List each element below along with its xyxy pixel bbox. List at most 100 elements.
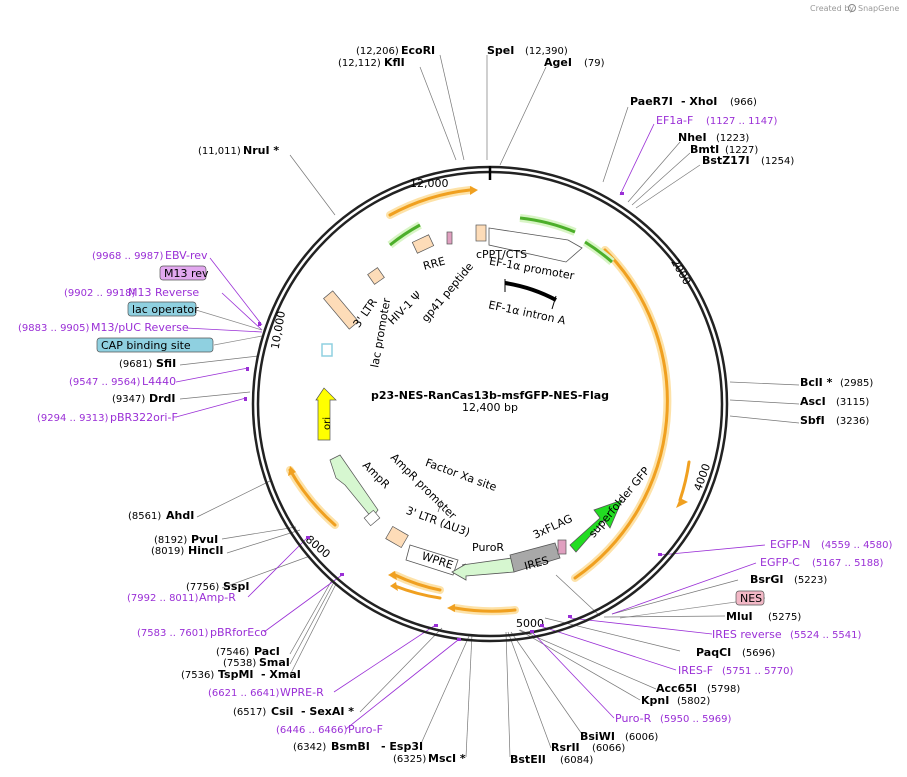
enzyme-name: BstZ17I bbox=[702, 154, 750, 167]
primer-range: (5751 .. 5770) bbox=[722, 666, 794, 677]
cap-binding-badge bbox=[96, 337, 214, 353]
ltr-du3-box bbox=[385, 525, 409, 549]
enzyme-name: DrdI bbox=[149, 392, 176, 405]
cap-binding-label: CAP binding site bbox=[101, 339, 191, 352]
enzyme-pos: (8019) bbox=[151, 546, 184, 557]
enzyme-name: PacI bbox=[254, 645, 280, 658]
enzyme-pos: (12,390) bbox=[525, 46, 568, 57]
label-ampr: AmpR bbox=[360, 459, 393, 492]
nes-badge bbox=[735, 590, 765, 606]
enzyme-name: BstEII bbox=[510, 753, 546, 766]
enzyme-pos: (1223) bbox=[716, 133, 749, 144]
ef1a-intron-bar bbox=[504, 281, 557, 302]
ltr-box bbox=[323, 290, 359, 330]
enzyme-name: AgeI bbox=[544, 56, 572, 69]
enzyme-name: SbfI bbox=[800, 414, 825, 427]
enzyme-name: KflI bbox=[384, 56, 405, 69]
factor-xa-tick bbox=[437, 499, 443, 513]
enzyme-pos: (966) bbox=[730, 97, 757, 108]
enzyme-pos: (9681) bbox=[119, 359, 152, 370]
primer-name: Amp-R bbox=[199, 591, 236, 604]
plasmid-size: 12,400 bp bbox=[462, 401, 518, 414]
enzyme-pos: (1254) bbox=[761, 156, 794, 167]
primer-range: (6621 .. 6641) bbox=[208, 688, 280, 699]
ef1a-promoter-arrow bbox=[488, 227, 583, 263]
label-ef1a-intron: EF-1α intron A bbox=[487, 298, 567, 327]
primer-name: Puro-F bbox=[348, 723, 383, 736]
enzyme-name: BsrGI bbox=[750, 573, 783, 586]
enzyme-pos: (8561) bbox=[128, 511, 161, 522]
enzyme-name: PaeR7I bbox=[630, 95, 673, 108]
primer-name: Puro-R bbox=[615, 712, 652, 725]
enzyme-name: Acc65I bbox=[656, 682, 697, 695]
enzyme-name: KpnI bbox=[641, 694, 669, 707]
enzyme-pos: (8192) bbox=[154, 535, 187, 546]
rre-box bbox=[411, 234, 435, 254]
enzyme-name: BsmBI bbox=[331, 740, 370, 753]
enzyme-pos: (5223) bbox=[794, 575, 827, 586]
primer-name: pBR322ori-F bbox=[110, 411, 178, 424]
enzyme-pos: (9347) bbox=[112, 394, 145, 405]
primer-range: (9883 .. 9905) bbox=[18, 323, 90, 334]
enzyme-pos: (5802) bbox=[677, 696, 710, 707]
enzyme-name-extra: - XhoI bbox=[681, 95, 717, 108]
enzyme-leaders bbox=[179, 54, 800, 758]
enzyme-pos: (6342) bbox=[293, 742, 326, 753]
ori-arrow bbox=[315, 387, 337, 441]
wpre-box bbox=[405, 544, 459, 576]
enzyme-pos: (79) bbox=[584, 58, 605, 69]
enzyme-name: NruI * bbox=[243, 144, 279, 157]
enzyme-name-extra: - XmaI bbox=[261, 668, 301, 681]
snapgene-logo bbox=[848, 4, 856, 12]
enzyme-pos: (2985) bbox=[840, 378, 873, 389]
cppt-box bbox=[475, 224, 487, 242]
primer-name: M13/pUC Reverse bbox=[91, 321, 189, 334]
enzyme-pos: (5275) bbox=[768, 612, 801, 623]
primer-range: (1127 .. 1147) bbox=[706, 116, 778, 127]
enzyme-pos: (6006) bbox=[625, 732, 658, 743]
label-ori: ori bbox=[322, 417, 333, 430]
primer-range: (5950 .. 5969) bbox=[660, 714, 732, 725]
enzyme-name: TspMI bbox=[218, 668, 254, 681]
primer-range: (6446 .. 6466) bbox=[276, 725, 348, 736]
m13rev-label: M13 rev bbox=[164, 267, 209, 280]
credit-brand: SnapGene bbox=[858, 4, 899, 13]
green-arcs bbox=[387, 214, 615, 266]
label-rre: RRE bbox=[422, 255, 447, 273]
primer-range: (9902 .. 9918) bbox=[64, 288, 136, 299]
primer-range: (7583 .. 7601) bbox=[137, 628, 209, 639]
tick-2000: 2000 bbox=[668, 256, 693, 287]
enzyme-pos: (6517) bbox=[233, 707, 266, 718]
primer-name: IRES reverse bbox=[712, 628, 782, 641]
primer-range: (9547 .. 9564) bbox=[69, 377, 141, 388]
primer-name: L4440 bbox=[142, 375, 176, 388]
enzyme-name: MscI * bbox=[428, 752, 466, 765]
enzyme-pos: (6325) bbox=[393, 754, 426, 765]
enzyme-name: RsrII bbox=[551, 741, 580, 754]
credit-text: Created by bbox=[810, 4, 854, 13]
tick-12000: 12,000 bbox=[410, 177, 449, 190]
primer-name: EF1a-F bbox=[656, 114, 693, 127]
tick-5000: 5000 bbox=[516, 617, 544, 630]
enzyme-pos: (6066) bbox=[592, 743, 625, 754]
enzyme-name: SfiI bbox=[156, 357, 176, 370]
orf-arrowheads bbox=[288, 186, 688, 612]
plasmid-name: p23-NES-RanCas13b-msfGFP-NES-Flag bbox=[371, 389, 609, 402]
primer-name: M13 Reverse bbox=[128, 286, 199, 299]
enzyme-name: HincII bbox=[188, 544, 224, 557]
nes-label: NES bbox=[740, 592, 762, 605]
hiv-psi-box bbox=[367, 267, 385, 285]
inner-features bbox=[315, 224, 623, 581]
primer-name: WPRE-R bbox=[280, 686, 324, 699]
primer-leaders bbox=[175, 123, 766, 730]
enzyme-pos: (7538) bbox=[223, 658, 256, 669]
lac-promoter-box bbox=[321, 343, 333, 357]
primer-marks bbox=[244, 192, 662, 641]
puror-arrow bbox=[451, 557, 515, 581]
primer-name: pBRforEco bbox=[210, 626, 267, 639]
primer-name: EGFP-N bbox=[770, 538, 810, 551]
enzyme-pos: (12,206) bbox=[356, 46, 399, 57]
lac-operator-label: lac operator bbox=[132, 303, 199, 316]
enzyme-name: EcoRI bbox=[401, 44, 435, 57]
